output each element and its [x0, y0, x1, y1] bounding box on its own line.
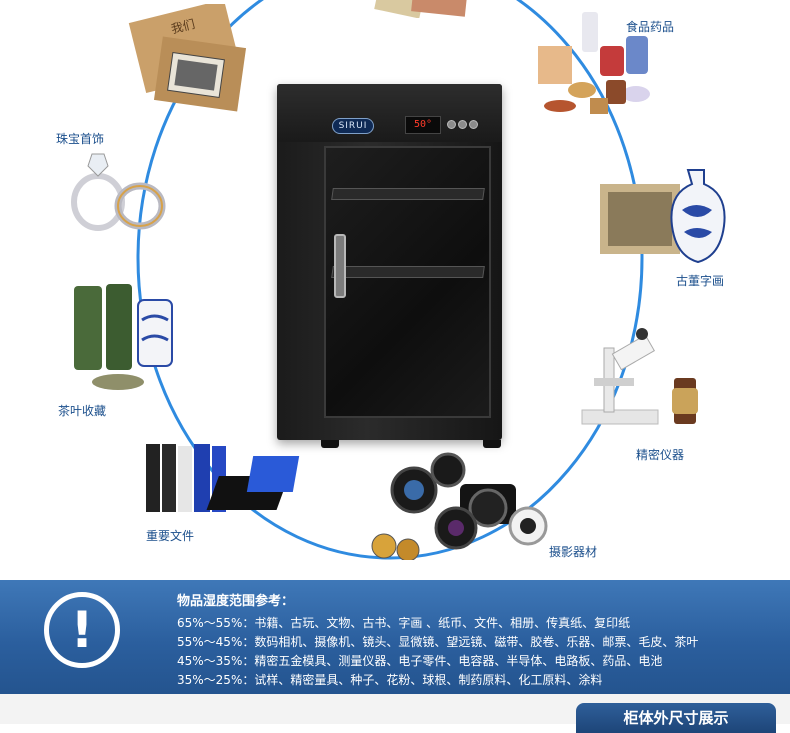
- humidity-display: 50°: [405, 116, 441, 134]
- control-button: [447, 120, 456, 129]
- category-photo: 摄影器材: [549, 545, 598, 559]
- glass-door: [324, 146, 491, 418]
- reference-line: 45%～35%：精密五金模具、测量仪器、电子零件、电容器、半导体、电路板、药品、…: [177, 654, 663, 668]
- reference-line: 35%～25%：试样、精密量具、种子、花粉、球根、制药原料、化工原料、涂料: [177, 673, 603, 687]
- control-button: [469, 120, 478, 129]
- category-food-medicine: 食品药品: [626, 20, 675, 34]
- control-button: [458, 120, 467, 129]
- album-title: 我们: [170, 16, 197, 36]
- photo-album-image: 我们: [128, 0, 250, 114]
- microscope-watch-image: [578, 318, 700, 438]
- humidity-reference-band: [0, 580, 790, 694]
- reference-line: 55%～45%：数码相机、摄像机、镜头、显微镜、望远镜、磁带、胶卷、乐器、邮票、…: [177, 635, 699, 649]
- dry-cabinet: SIRUI 50°: [277, 84, 502, 448]
- category-jewelry: 珠宝首饰: [56, 132, 105, 146]
- tea-canisters-image: [70, 280, 180, 392]
- medicine-bottles-image: [530, 6, 660, 126]
- reference-line: 65%～55%：书籍、古玩、文物、古书、字画 、纸币、文件、相册、传真纸、复印纸: [177, 616, 631, 630]
- camera-lenses-image: [368, 450, 568, 562]
- dimensions-section-tab[interactable]: 柜体外尺寸展示: [576, 703, 776, 733]
- category-instruments: 精密仪器: [636, 448, 685, 462]
- category-tea: 茶叶收藏: [58, 404, 107, 418]
- rings-image: [62, 146, 172, 236]
- product-illustration: 我们 食品药品 珠宝首饰: [56, 0, 728, 562]
- door-handle: [334, 234, 346, 298]
- brand-logo: SIRUI: [332, 118, 374, 134]
- category-antiques: 古董字画: [676, 274, 725, 288]
- reference-title: 物品湿度范围参考：: [177, 594, 295, 609]
- banknotes-image: [372, 0, 482, 19]
- cabinet-top-panel: [277, 84, 502, 142]
- usage-ring: [136, 0, 644, 560]
- warning-icon: !: [44, 592, 120, 668]
- category-documents: 重要文件: [146, 529, 195, 543]
- shelf: [331, 188, 485, 200]
- cabinet-foot: [483, 440, 501, 448]
- file-folders-image: [146, 440, 306, 524]
- antique-vase-scroll-image: [598, 166, 728, 266]
- cabinet-foot: [321, 440, 339, 448]
- shelf: [331, 266, 485, 278]
